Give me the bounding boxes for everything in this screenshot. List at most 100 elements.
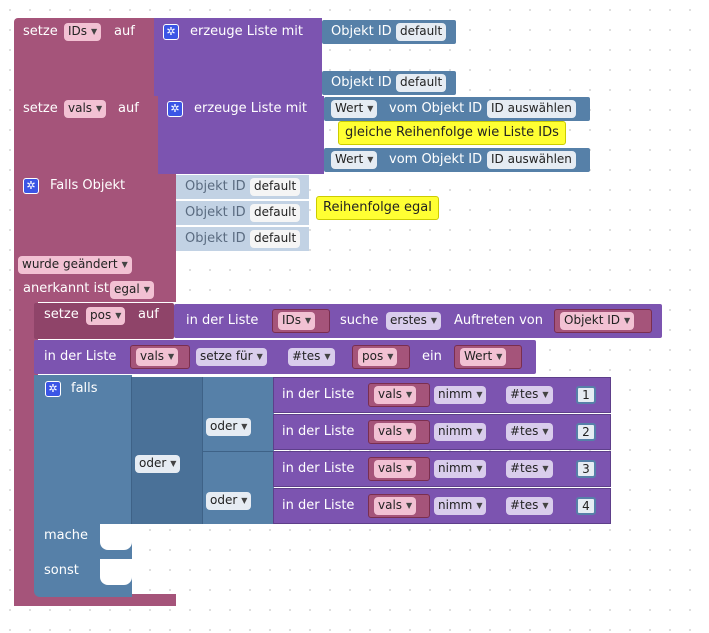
grid-dot	[629, 509, 631, 511]
index-number[interactable]: 4	[576, 497, 596, 515]
grid-dot	[569, 629, 571, 631]
or-block-top[interactable]	[202, 377, 274, 451]
create-list-block[interactable]	[154, 18, 322, 96]
comment-note[interactable]: Reihenfolge egal	[316, 196, 439, 220]
grid-dot	[309, 189, 311, 191]
index-dropdown[interactable]: #tes▼	[506, 497, 553, 515]
object-id-value[interactable]: default	[396, 23, 447, 41]
first-dropdown[interactable]: erstes▼	[386, 312, 442, 330]
grid-dot	[689, 49, 691, 51]
value-dropdown[interactable]: Wert▼	[460, 348, 507, 366]
ack-dropdown[interactable]: egal▼	[110, 281, 154, 299]
or-dropdown[interactable]: oder▼	[206, 492, 252, 510]
chevron-down-icon: ▼	[324, 352, 331, 361]
grid-dot	[389, 629, 391, 631]
grid-dot	[669, 189, 671, 191]
grid-dot	[669, 369, 671, 371]
var-dropdown-vals[interactable]: vals▼	[64, 100, 107, 118]
index-dropdown[interactable]: #tes▼	[288, 348, 335, 366]
changed-dropdown[interactable]: wurde geändert▼	[18, 256, 132, 274]
grid-dot	[629, 49, 631, 51]
gear-icon[interactable]: ✲	[163, 24, 179, 40]
or-block-outer[interactable]	[131, 377, 203, 524]
grid-dot	[189, 589, 191, 591]
grid-dot	[329, 69, 331, 71]
grid-dot	[549, 69, 551, 71]
list-dropdown[interactable]: IDs▼	[278, 312, 316, 330]
list-dropdown[interactable]: vals▼	[374, 423, 417, 441]
gear-icon[interactable]: ✲	[23, 178, 39, 194]
grid-dot	[589, 189, 591, 191]
grid-dot	[9, 429, 11, 431]
grid-dot	[289, 569, 291, 571]
grid-dot	[489, 589, 491, 591]
grid-dot	[249, 569, 251, 571]
pos-dropdown[interactable]: pos▼	[358, 348, 398, 366]
index-dropdown[interactable]: #tes▼	[506, 460, 553, 478]
gear-icon[interactable]: ✲	[45, 381, 61, 397]
object-id-value[interactable]: default	[396, 74, 447, 92]
select-id-button[interactable]: ID auswählen	[487, 100, 576, 118]
grid-dot	[629, 169, 631, 171]
grid-dot	[489, 529, 491, 531]
grid-dot	[369, 569, 371, 571]
list-dropdown[interactable]: vals▼	[374, 460, 417, 478]
grid-dot	[249, 629, 251, 631]
or-dropdown[interactable]: oder▼	[135, 455, 181, 473]
grid-dot	[309, 589, 311, 591]
trigger-block-header[interactable]	[14, 174, 176, 302]
grid-dot	[669, 409, 671, 411]
index-number[interactable]: 3	[576, 460, 596, 478]
grid-dot	[469, 29, 471, 31]
gear-icon[interactable]: ✲	[167, 101, 183, 117]
value-dropdown[interactable]: Wert▼	[331, 151, 378, 169]
grid-dot	[369, 549, 371, 551]
take-dropdown[interactable]: nimm▼	[434, 423, 487, 441]
index-number[interactable]: 1	[576, 386, 596, 404]
chevron-down-icon: ▼	[476, 464, 483, 473]
grid-dot	[29, 9, 31, 11]
take-dropdown[interactable]: nimm▼	[434, 497, 487, 515]
list-dropdown[interactable]: vals▼	[374, 386, 417, 404]
object-id-value[interactable]: default	[250, 204, 301, 222]
comment-note[interactable]: gleiche Reihenfolge wie Liste IDs	[338, 121, 566, 145]
index-label: #tes	[510, 461, 539, 475]
var-dropdown-pos[interactable]: pos▼	[86, 307, 126, 325]
object-id-dropdown[interactable]: Objekt ID▼	[560, 312, 635, 330]
on-label: auf	[138, 307, 159, 322]
index-dropdown[interactable]: #tes▼	[506, 423, 553, 441]
list-name: vals	[140, 349, 165, 363]
value-label: Wert	[335, 101, 364, 115]
grid-dot	[269, 629, 271, 631]
or-dropdown[interactable]: oder▼	[206, 418, 252, 436]
grid-dot	[569, 129, 571, 131]
object-id-value[interactable]: default	[250, 230, 301, 248]
take-dropdown[interactable]: nimm▼	[434, 460, 487, 478]
grid-dot	[369, 609, 371, 611]
grid-dot	[349, 529, 351, 531]
set-for-dropdown[interactable]: setze für▼	[196, 348, 267, 366]
list-dropdown[interactable]: vals▼	[136, 348, 179, 366]
grid-dot	[629, 489, 631, 491]
index-number[interactable]: 2	[576, 423, 596, 441]
or-block-bottom[interactable]	[202, 451, 274, 524]
list-dropdown[interactable]: vals▼	[374, 497, 417, 515]
grid-dot	[589, 629, 591, 631]
select-id-button[interactable]: ID auswählen	[487, 151, 576, 169]
grid-dot	[669, 149, 671, 151]
grid-dot	[549, 229, 551, 231]
grid-dot	[229, 549, 231, 551]
grid-dot	[9, 309, 11, 311]
set-in-list-block[interactable]	[34, 340, 536, 374]
var-dropdown-ids[interactable]: IDs▼	[64, 23, 102, 41]
grid-dot	[649, 229, 651, 231]
grid-dot	[449, 209, 451, 211]
create-list-block[interactable]	[158, 96, 324, 174]
trigger-block-footer[interactable]	[14, 594, 176, 606]
grid-dot	[449, 609, 451, 611]
object-id-value[interactable]: default	[250, 178, 301, 196]
value-dropdown[interactable]: Wert▼	[331, 100, 378, 118]
index-dropdown[interactable]: #tes▼	[506, 386, 553, 404]
grid-dot	[629, 369, 631, 371]
take-dropdown[interactable]: nimm▼	[434, 386, 487, 404]
